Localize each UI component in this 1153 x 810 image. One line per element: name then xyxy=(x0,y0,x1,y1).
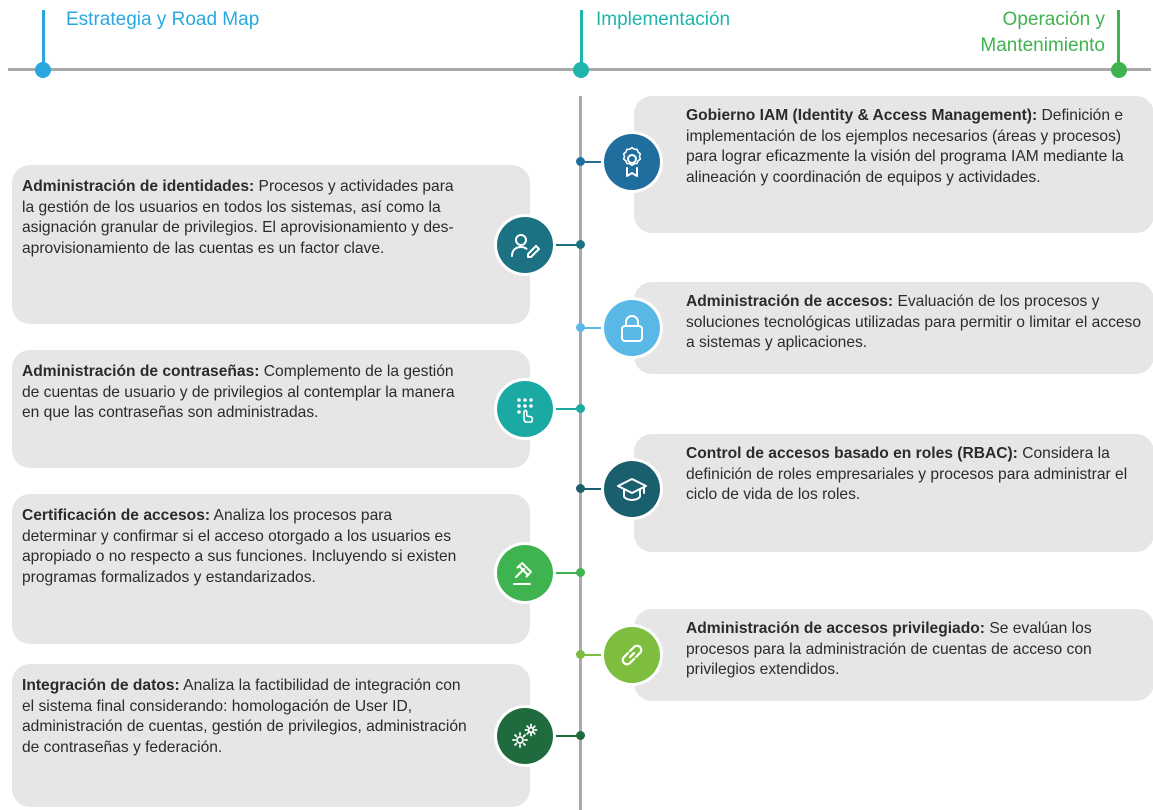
vertical-timeline xyxy=(579,96,582,810)
connector-identity-management xyxy=(554,244,580,246)
card-identity-management: Administración de identidades: Procesos … xyxy=(12,165,530,324)
card-rbac: Control de accesos basado en roles (RBAC… xyxy=(634,434,1153,552)
operation-phase-dot xyxy=(1111,62,1127,78)
connector-dot xyxy=(576,568,585,577)
operation-phase-line2: Mantenimiento xyxy=(980,35,1105,56)
card-password-management: Administración de contraseñas: Complemen… xyxy=(12,350,530,468)
card-title: Administración de accesos: xyxy=(686,293,894,310)
lock-icon xyxy=(604,300,660,356)
card-title: Administración de accesos privilegiado: xyxy=(686,620,985,637)
operation-phase-tick xyxy=(1117,10,1120,68)
card-text: Complemento de la gestión de cuentas de … xyxy=(22,363,455,421)
card-title: Administración de identidades: xyxy=(22,178,255,195)
implementation-phase-dot xyxy=(573,62,589,78)
strategy-phase-tick xyxy=(42,10,45,68)
card-access-management: Administración de accesos: Evaluación de… xyxy=(634,282,1153,374)
card-text: Analiza la factibilidad de integración c… xyxy=(22,677,467,756)
gavel-icon xyxy=(497,545,553,601)
card-privileged-access: Administración de accesos privilegiado: … xyxy=(634,609,1153,701)
keypad-touch-icon xyxy=(497,381,553,437)
card-iam-governance: Gobierno IAM (Identity & Access Manageme… xyxy=(634,96,1153,233)
connector-dot xyxy=(576,323,585,332)
card-text: Analiza los procesos para determinar y c… xyxy=(22,507,457,586)
gears-icon xyxy=(497,708,553,764)
card-text: Definición e implementación de los ejemp… xyxy=(686,107,1124,186)
link-icon xyxy=(604,627,660,683)
connector-dot xyxy=(576,404,585,413)
connector-privileged-access xyxy=(580,654,606,656)
connector-access-certification xyxy=(554,572,580,574)
implementation-phase-tick xyxy=(580,10,583,68)
card-text: Se evalúan los procesos para la administ… xyxy=(686,620,1092,678)
connector-dot xyxy=(576,650,585,659)
card-data-integration: Integración de datos: Analiza la factibi… xyxy=(12,664,530,807)
user-pen-icon xyxy=(497,217,553,273)
card-title: Control de accesos basado en roles (RBAC… xyxy=(686,445,1018,462)
card-text: Procesos y actividades para la gestión d… xyxy=(22,178,454,257)
connector-data-integration xyxy=(554,735,580,737)
strategy-phase-dot xyxy=(35,62,51,78)
connector-dot xyxy=(576,484,585,493)
operation-phase-line1: Operación y xyxy=(1002,9,1105,30)
operation-phase-label: Operación y Mantenimiento xyxy=(980,8,1105,58)
graduation-cap-icon xyxy=(604,461,660,517)
card-title: Certificación de accesos: xyxy=(22,507,211,524)
award-icon xyxy=(604,134,660,190)
card-text: Considera la definición de roles empresa… xyxy=(686,445,1128,503)
card-access-certification: Certificación de accesos: Analiza los pr… xyxy=(12,494,530,644)
connector-access-management xyxy=(580,327,606,329)
connector-iam-governance xyxy=(580,161,606,163)
card-title: Gobierno IAM (Identity & Access Manageme… xyxy=(686,107,1038,124)
strategy-phase-label: Estrategia y Road Map xyxy=(66,9,260,30)
connector-rbac xyxy=(580,488,606,490)
connector-password-management xyxy=(554,408,580,410)
connector-dot xyxy=(576,157,585,166)
connector-dot xyxy=(576,731,585,740)
implementation-phase-label: Implementación xyxy=(596,9,731,30)
card-title: Integración de datos: xyxy=(22,677,180,694)
card-text: Evaluación de los procesos y soluciones … xyxy=(686,293,1142,351)
connector-dot xyxy=(576,240,585,249)
card-title: Administración de contraseñas: xyxy=(22,363,260,380)
